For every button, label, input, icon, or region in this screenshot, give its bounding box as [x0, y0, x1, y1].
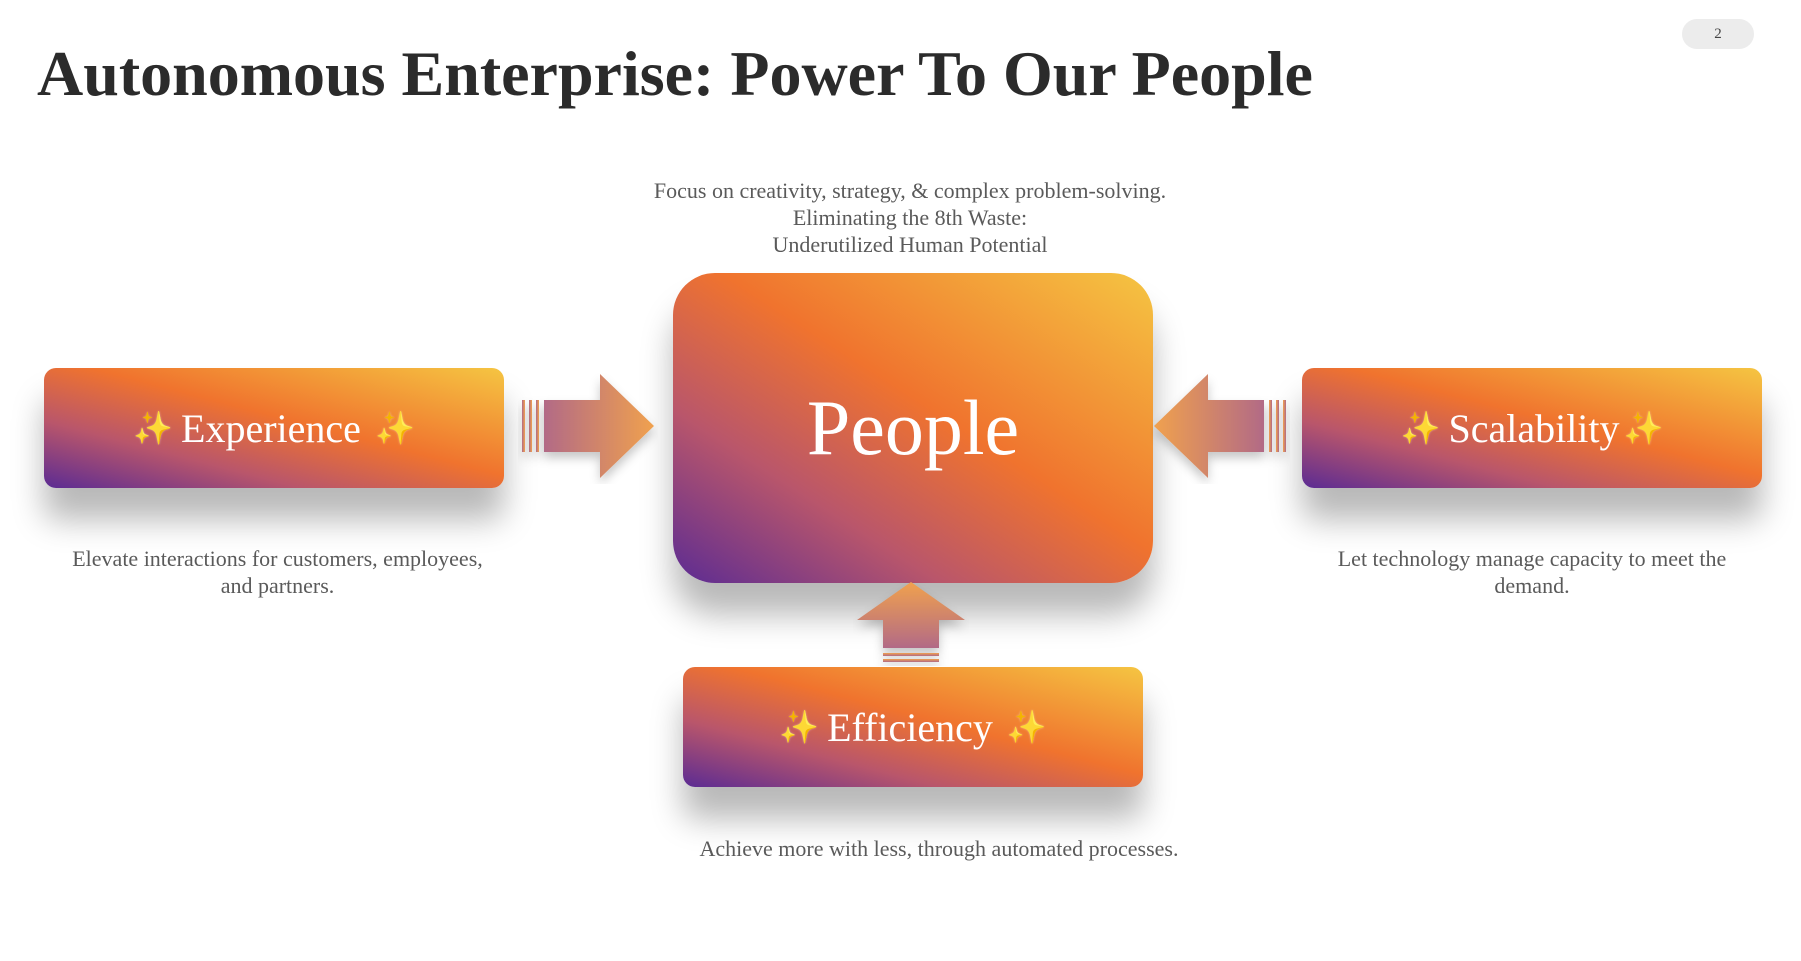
arrow-left-icon — [1154, 374, 1286, 478]
sparkles-icon: ✨ — [1400, 409, 1441, 447]
experience-box: ✨ Experience ✨ — [44, 368, 504, 488]
people-caption-line: Focus on creativity, strategy, & complex… — [653, 178, 1167, 203]
sparkles-icon: ✨ — [1623, 409, 1664, 447]
experience-label: Experience — [181, 405, 361, 451]
people-caption-line: Underutilized Human Potential — [772, 232, 1048, 257]
sparkles-icon: ✨ — [374, 409, 415, 447]
arrow-right-icon — [522, 374, 654, 478]
efficiency-caption: Achieve more with less, through automate… — [699, 836, 1179, 861]
arrow-up-icon — [857, 582, 965, 662]
efficiency-label: Efficiency — [827, 704, 993, 750]
slide-title: Autonomous Enterprise: Power To Our Peop… — [37, 38, 1313, 109]
sparkles-icon: ✨ — [779, 708, 820, 746]
sparkles-icon: ✨ — [1006, 708, 1047, 746]
people-caption-line: Eliminating the 8th Waste: — [792, 205, 1028, 230]
page-number-badge: 2 — [1682, 19, 1754, 49]
people-box: People — [673, 273, 1153, 583]
sparkles-icon: ✨ — [133, 409, 174, 447]
scalability-caption: Let technology manage capacity to meet t… — [1337, 546, 1727, 598]
people-label: People — [806, 384, 1020, 471]
experience-caption: Elevate interactions for customers, empl… — [72, 546, 483, 598]
scalability-box: ✨ Scalability ✨ — [1302, 368, 1762, 488]
scalability-label: Scalability — [1448, 405, 1620, 451]
efficiency-box: ✨ Efficiency ✨ — [683, 667, 1143, 787]
people-caption: Focus on creativity, strategy, & complex… — [600, 177, 1220, 258]
